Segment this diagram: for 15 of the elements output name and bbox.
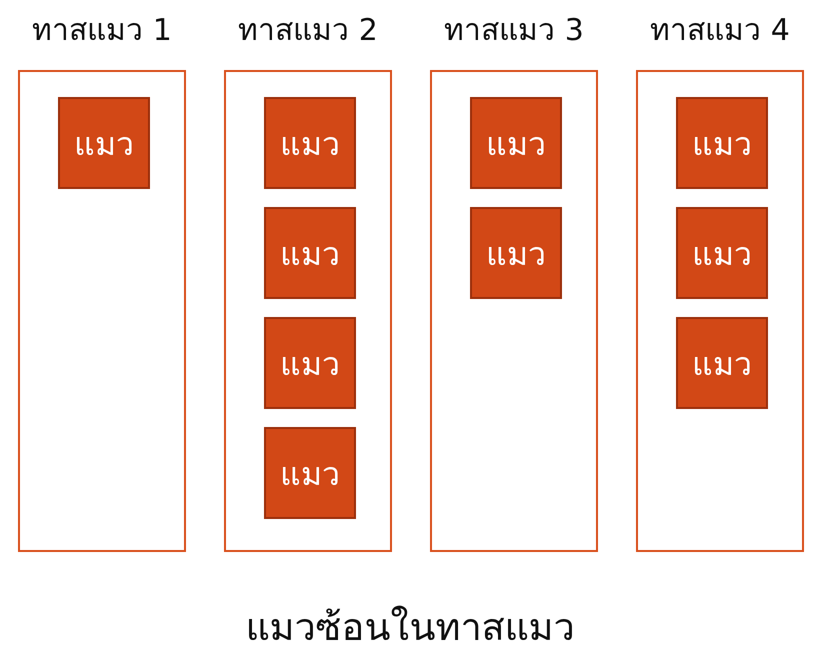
item-box: แมว <box>264 97 356 189</box>
item-box: แมว <box>58 97 150 189</box>
item-box: แมว <box>470 97 562 189</box>
item-box: แมว <box>676 97 768 189</box>
item-box: แมว <box>470 207 562 299</box>
item-box: แมว <box>676 207 768 299</box>
column-title: ทาสแมว 2 <box>237 12 379 50</box>
column-title: ทาสแมว 1 <box>31 12 173 50</box>
column-title: ทาสแมว 4 <box>649 12 791 50</box>
item-box: แมว <box>264 427 356 519</box>
caption: แมวซ้อนในทาสแมว <box>244 604 576 646</box>
item-box: แมว <box>676 317 768 409</box>
item-box: แมว <box>264 317 356 409</box>
item-box: แมว <box>264 207 356 299</box>
column-title: ทาสแมว 3 <box>443 12 585 50</box>
